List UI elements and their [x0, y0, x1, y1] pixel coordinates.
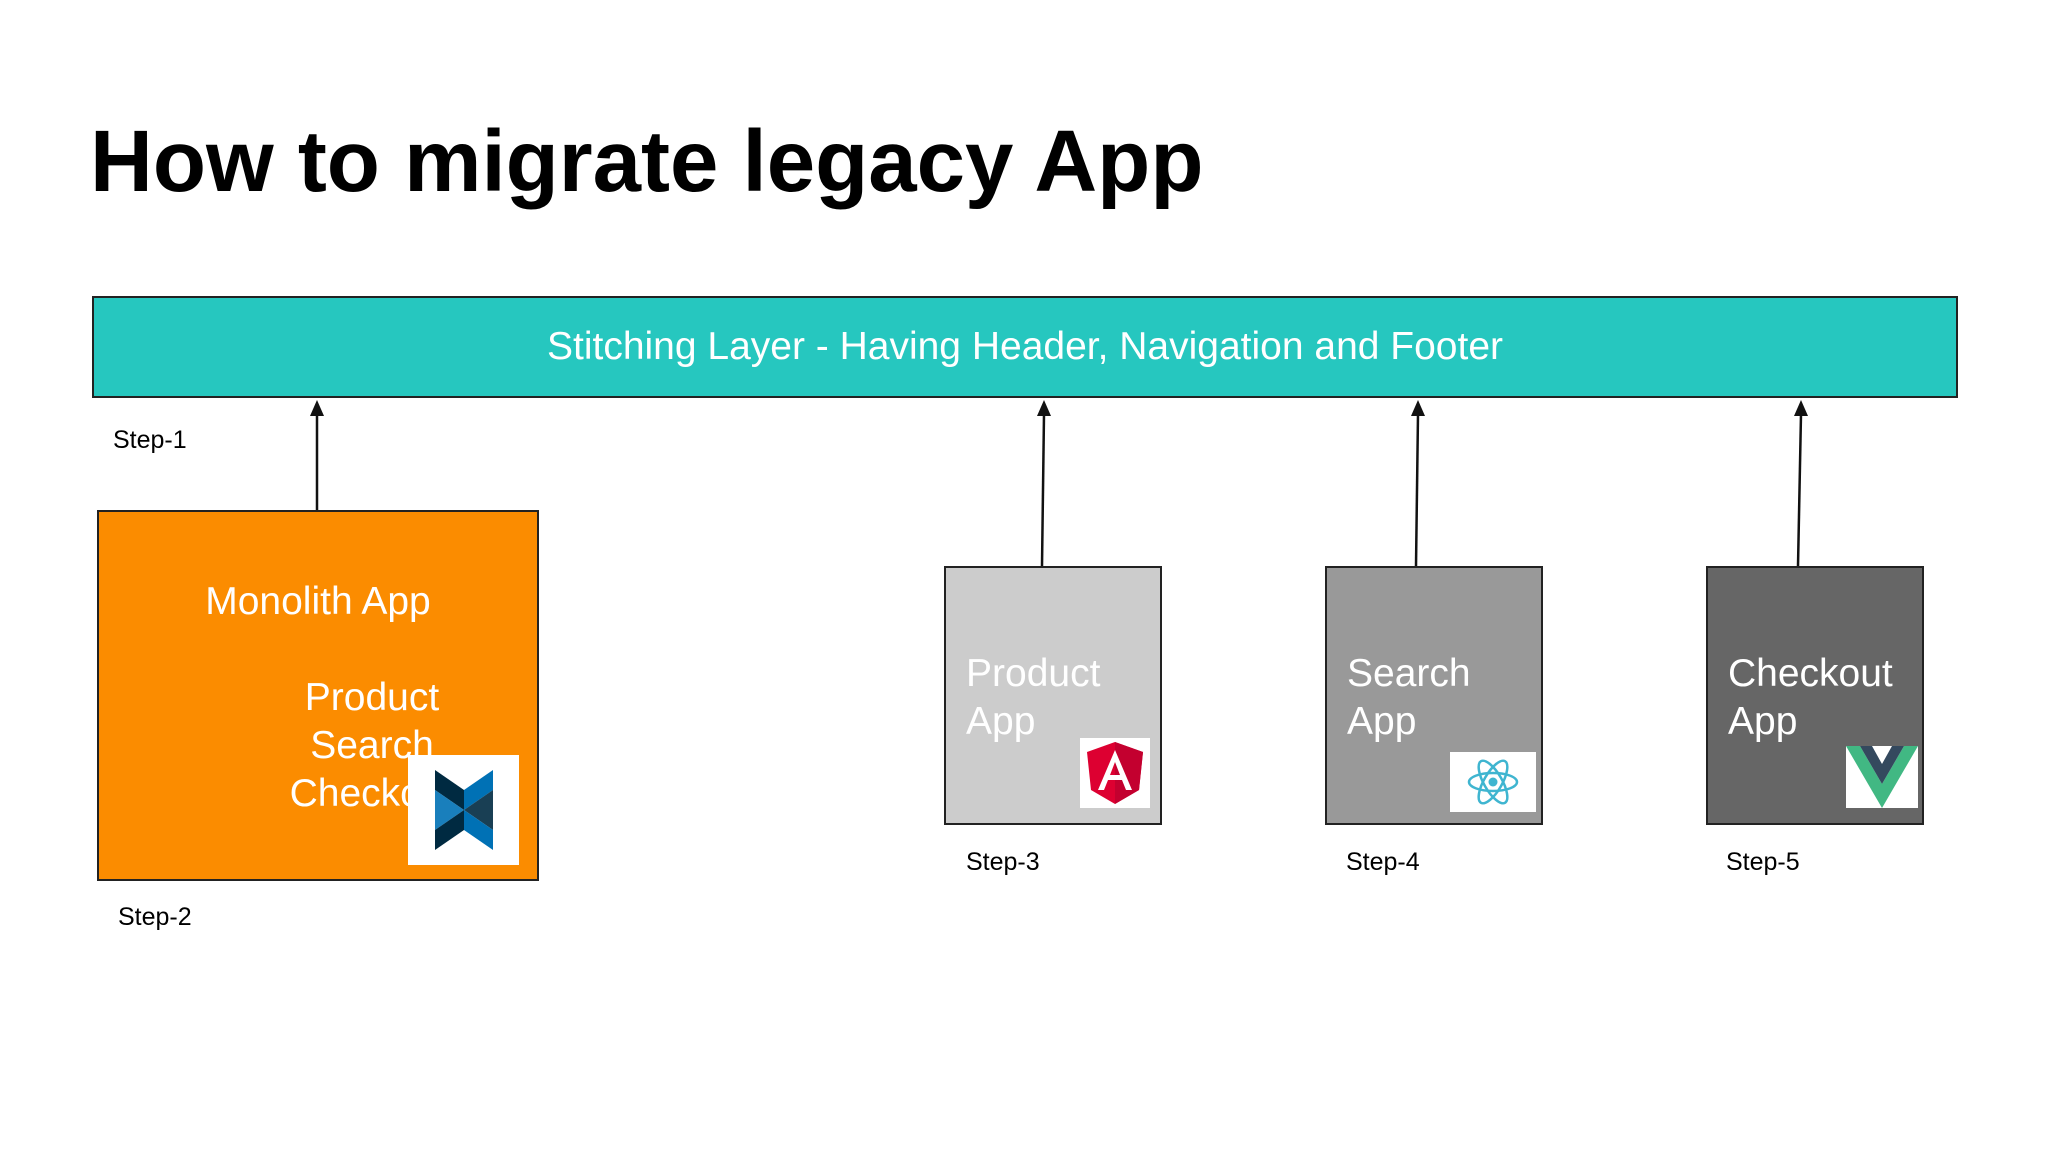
product-app-label-line1: Product — [966, 652, 1101, 695]
vue-logo-icon — [1846, 746, 1918, 808]
step-3-label: Step-3 — [966, 848, 1040, 876]
search-app-label-line1: Search — [1347, 652, 1471, 695]
product-app-label-line2: App — [966, 700, 1036, 743]
step-2-label: Step-2 — [118, 903, 192, 931]
checkout-app-label-line2: App — [1728, 700, 1798, 743]
monolith-app-title: Monolith App — [205, 580, 431, 623]
angular-logo-icon — [1080, 738, 1150, 808]
page-title: How to migrate legacy App — [90, 113, 1204, 210]
checkout-app-box: Checkout App — [1706, 566, 1924, 825]
monolith-feature-product: Product — [304, 676, 440, 719]
checkout-app-label: Checkout App — [1728, 650, 1893, 746]
backbone-logo-icon — [408, 755, 519, 865]
checkout-app-label-line1: Checkout — [1728, 652, 1893, 695]
step-1-label: Step-1 — [113, 426, 187, 454]
step-5-label: Step-5 — [1726, 848, 1800, 876]
search-app-label: Search App — [1347, 650, 1471, 746]
stitching-layer-box: Stitching Layer - Having Header, Navigat… — [92, 296, 1958, 398]
step-4-label: Step-4 — [1346, 848, 1420, 876]
arrow-search-app-to-stitching — [1411, 400, 1425, 567]
search-app-label-line2: App — [1347, 700, 1417, 743]
product-app-label: Product App — [966, 650, 1100, 746]
arrow-monolith-to-stitching — [310, 400, 324, 510]
monolith-app-box: Monolith App Product Search Checkout — [97, 510, 539, 881]
stitching-layer-label: Stitching Layer - Having Header, Navigat… — [546, 325, 1504, 368]
product-app-box: Product App — [944, 566, 1162, 825]
arrow-product-app-to-stitching — [1037, 400, 1051, 567]
arrow-checkout-app-to-stitching — [1794, 400, 1808, 567]
react-logo-icon — [1450, 752, 1536, 812]
search-app-box: Search App — [1325, 566, 1543, 825]
